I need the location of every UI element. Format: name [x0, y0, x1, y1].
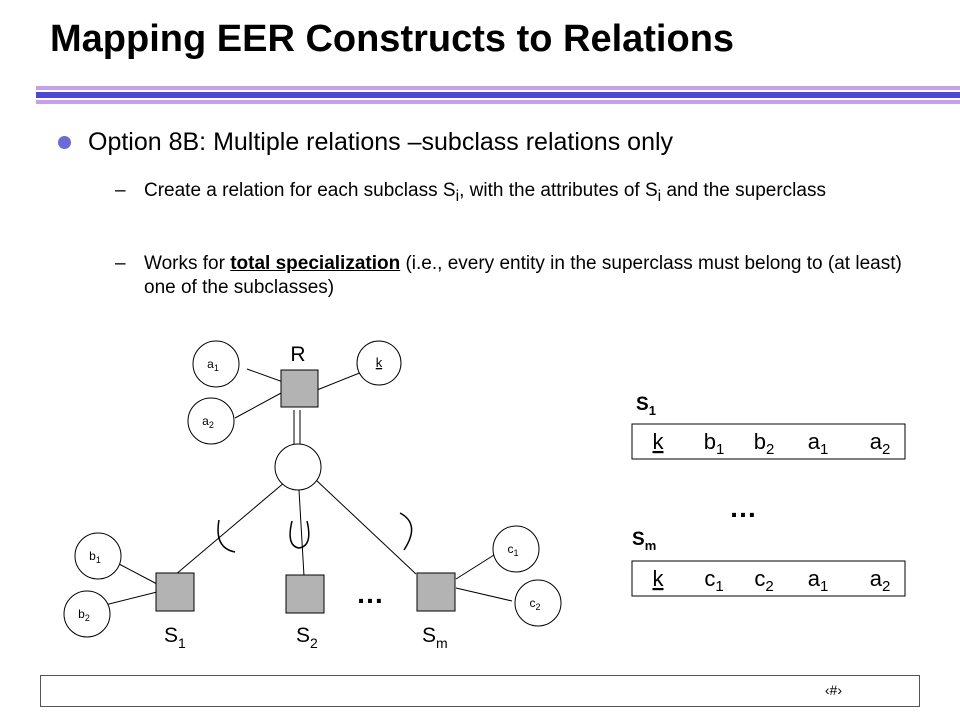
relation-s1-col-1: k	[653, 429, 665, 454]
label-k: k	[376, 355, 383, 370]
footer-bar	[40, 675, 920, 707]
relation-s1-label: S1	[636, 394, 656, 418]
edge-k-r	[316, 371, 363, 391]
label-sm: Sm	[422, 624, 448, 651]
edge-circle-s1	[174, 481, 286, 576]
relation-sm-col-2: c1	[704, 566, 723, 595]
edge-b2-s1	[104, 591, 158, 606]
label-r: R	[290, 343, 305, 366]
subset-arc-m	[399, 512, 413, 551]
relation-sm-col-1: k	[653, 566, 665, 591]
edge-b1-s1	[118, 563, 158, 585]
edge-circle-sm	[315, 479, 417, 575]
sub2-pre: Works for	[144, 253, 231, 274]
entity-sm	[416, 572, 456, 612]
sub1-post: and the superclass	[661, 180, 826, 201]
relation-sm-col-5: a2	[870, 566, 891, 595]
edge-a1-r	[246, 368, 284, 383]
edge-c1-sm	[455, 554, 495, 580]
attr-b2-oval	[63, 590, 111, 638]
sub2-post: (i.e., every entity in the superclass mu…	[144, 253, 902, 298]
attr-a1-oval	[192, 340, 240, 388]
label-b2: b2	[78, 607, 90, 623]
relation-s1-col-5: a2	[870, 429, 891, 458]
edge-c2-sm	[455, 587, 513, 602]
diagram-ellipsis: …	[356, 578, 384, 609]
sub1-index-1: i	[455, 187, 460, 205]
relation-sm-columns: k c1 c2 a1 a2	[653, 566, 891, 595]
relations-ellipsis: …	[729, 492, 757, 523]
attr-c2-oval	[514, 579, 562, 627]
label-a2: a2	[202, 414, 214, 430]
relation-s1-columns: k b1 b2 a1 a2	[653, 429, 891, 458]
label-c2: c2	[529, 596, 540, 612]
label-a1: a1	[207, 357, 219, 373]
entity-s2	[285, 574, 325, 614]
attr-k-oval	[356, 340, 402, 386]
title-rule-main	[36, 92, 960, 98]
entity-s1	[155, 572, 195, 612]
page-number: ‹#›	[824, 682, 842, 698]
relation-sm-col-3: c2	[754, 566, 773, 595]
title-rule-bottom	[36, 100, 960, 104]
relation-sm-col-4: a1	[808, 566, 829, 595]
bullet-dot	[58, 136, 71, 149]
label-s2: S2	[296, 624, 318, 651]
relation-sm-table	[631, 560, 906, 597]
relation-s1-col-4: a1	[808, 429, 829, 458]
label-s1: S1	[164, 624, 186, 651]
title-rule-top	[36, 86, 960, 90]
label-b1: b1	[89, 549, 101, 565]
sub-bullet-2-text: Works for total specialization (i.e., ev…	[144, 252, 914, 300]
total-specialization-term: total specialization	[230, 253, 401, 274]
relation-sm-label: Sm	[632, 529, 656, 553]
edge-circle-s2	[298, 489, 305, 577]
relation-s1-col-3: b2	[754, 429, 775, 458]
subset-arc-2	[289, 520, 310, 549]
specialization-circle	[274, 443, 322, 491]
dash-1: –	[115, 180, 126, 201]
relation-s1-col-2: b1	[704, 429, 725, 458]
sub1-pre: Create a relation for each subclass S	[144, 180, 456, 201]
sub-bullet-1-text: Create a relation for each subclass Si, …	[144, 179, 914, 209]
dash-2: –	[115, 253, 126, 274]
edge-a2-r	[234, 391, 284, 419]
relation-s1-table	[631, 423, 906, 460]
attr-c1-oval	[492, 525, 540, 573]
label-c1: c1	[507, 542, 518, 558]
entity-r	[280, 369, 319, 408]
attr-b1-oval	[74, 532, 122, 580]
subset-arc-1	[217, 519, 236, 553]
main-bullet-text: Option 8B: Multiple relations –subclass …	[88, 128, 674, 156]
sub1-index-2: i	[657, 187, 662, 205]
attr-a2-oval	[187, 397, 235, 445]
sub1-mid: , with the attributes of S	[459, 180, 658, 201]
slide-title: Mapping EER Constructs to Relations	[50, 18, 735, 60]
